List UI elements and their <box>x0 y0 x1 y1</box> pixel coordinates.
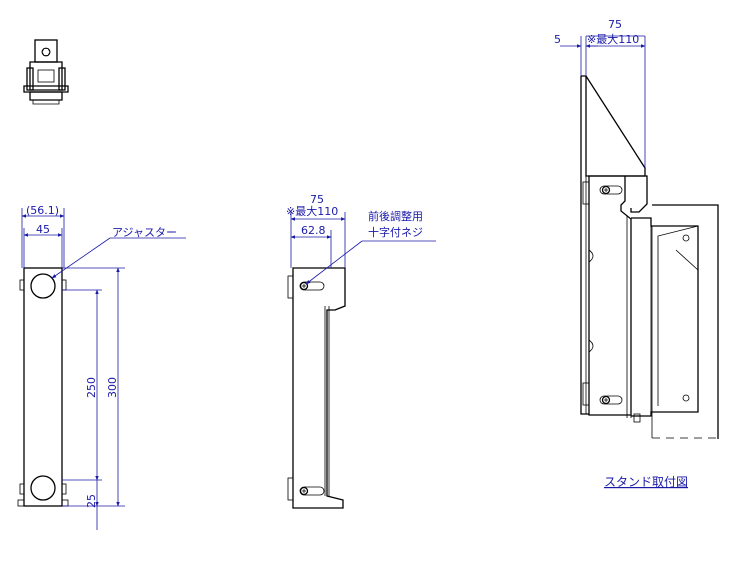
side-dim-max110: ※最大110 <box>286 204 338 218</box>
stand-dim-max110: ※最大110 <box>587 32 639 46</box>
side-view-drawing <box>287 267 346 509</box>
dim-56-1: (56.1) <box>26 204 59 217</box>
stand-dim-75: 75 <box>608 18 622 31</box>
screw-callout-line2: 十字付ネジ <box>368 225 423 239</box>
stand-mount-drawing <box>580 75 719 439</box>
dim-25: 25 <box>85 494 98 508</box>
screw-callout-line1: 前後調整用 <box>368 209 423 223</box>
adjuster-callout: アジャスター <box>112 226 177 239</box>
dim-62-8: 62.8 <box>301 224 326 237</box>
stand-mount-link[interactable]: スタンド取付図 <box>604 475 688 489</box>
dim-300: 300 <box>106 377 119 398</box>
dim-45: 45 <box>36 223 50 236</box>
top-view-drawing <box>23 39 69 105</box>
front-dimensions <box>21 208 186 530</box>
front-view-drawing <box>17 267 69 507</box>
stand-dimensions <box>560 35 646 168</box>
side-dimensions <box>290 212 436 285</box>
dim-250: 250 <box>85 377 98 398</box>
side-dim-75: 75 <box>310 193 324 206</box>
stand-dim-5: 5 <box>554 33 561 46</box>
